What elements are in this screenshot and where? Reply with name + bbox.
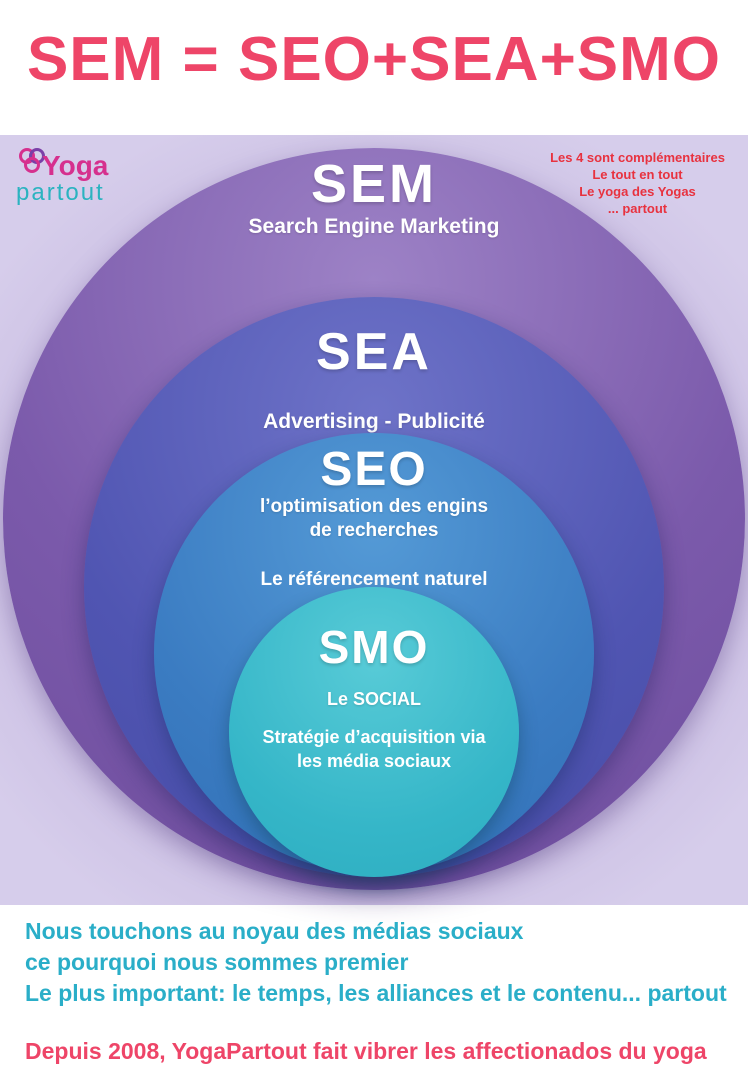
smo-subtitle: Le SOCIAL [326, 689, 421, 710]
annotation-line: ... partout [607, 201, 668, 216]
footer-teal-line: ce pourquoi nous sommes premier [25, 949, 409, 975]
annotation-line: Le tout en tout [592, 167, 683, 182]
sea-subtitle: Advertising - Publicité [263, 409, 485, 433]
circle-smo: SMO Le SOCIAL Stratégie d’acquisition vi… [229, 587, 519, 877]
page-title: SEM = SEO+SEA+SMO [26, 25, 722, 94]
sem-label: SEM [310, 154, 438, 214]
yoga-partout-logo: Yoga partout [16, 147, 108, 206]
diagram-background: Yoga partout Les 4 sont complémentaires … [0, 135, 748, 905]
footer-pink-text: Depuis 2008, YogaPartout fait vibrer les… [25, 1038, 707, 1064]
seo-subtitle-2: Le référencement naturel [260, 568, 488, 590]
seo-label: SEO [320, 443, 428, 496]
sem-subtitle: Search Engine Marketing [248, 214, 500, 238]
annotation-note: Les 4 sont complémentaires Le tout en to… [535, 149, 740, 217]
sea-label: SEA [316, 323, 432, 381]
smo-subtitle-2: Stratégie d’acquisition via les média so… [262, 727, 486, 771]
footer-teal-line: Le plus important: le temps, les allianc… [25, 980, 727, 1006]
logo-partout-text: partout [16, 179, 105, 206]
footer-teal-text: Nous touchons au noyau des médias sociau… [25, 916, 727, 1009]
annotation-line: Les 4 sont complémentaires [550, 150, 725, 165]
footer-teal-line: Nous touchons au noyau des médias sociau… [25, 918, 524, 944]
smo-label: SMO [318, 621, 430, 673]
seo-subtitle: l’optimisation des engins de recherches [259, 496, 489, 542]
logo-yoga-text: Yoga [42, 150, 109, 181]
annotation-line: Le yoga des Yogas [579, 184, 696, 199]
yoga-knot-icon [16, 147, 48, 180]
